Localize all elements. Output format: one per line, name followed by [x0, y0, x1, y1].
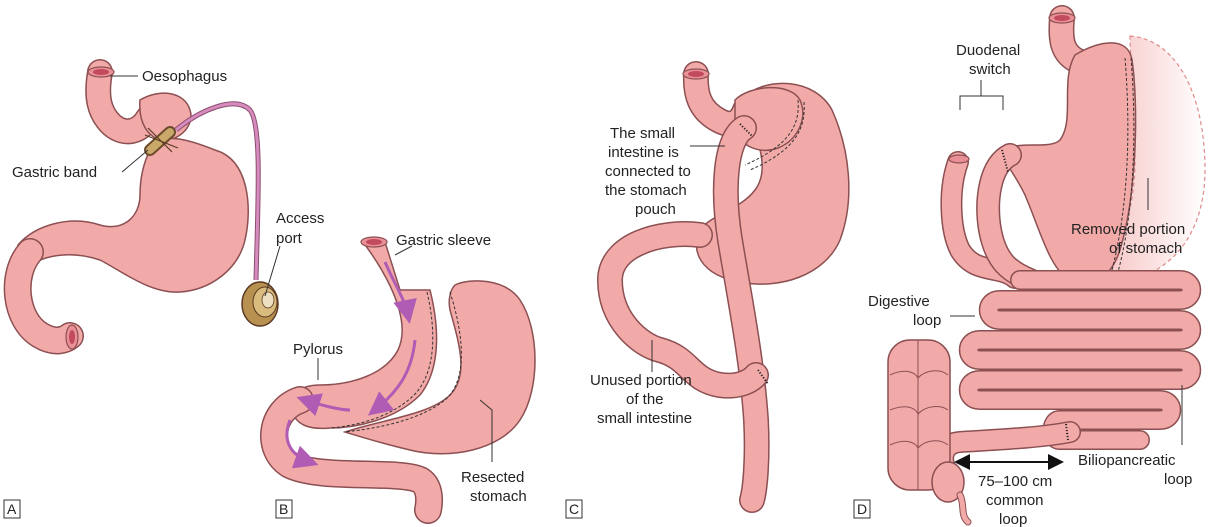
label-resected-stomach-2: stomach — [470, 488, 527, 505]
label-connected-2: intestine is — [608, 144, 679, 161]
label-access-port-1: Access — [276, 210, 324, 227]
label-duodenal-switch-2: switch — [969, 61, 1011, 78]
label-common-loop-2: common — [986, 492, 1044, 509]
label-pylorus: Pylorus — [293, 341, 343, 358]
label-common-loop-1: 75–100 cm — [978, 473, 1052, 490]
label-common-loop-3: loop — [999, 511, 1027, 527]
panel-c: The small intestine is connected to the … — [566, 69, 849, 518]
label-duodenal-switch-1: Duodenal — [956, 42, 1020, 59]
flow-arrow-1 — [385, 262, 408, 315]
panel-b: Gastric sleeve Pylorus Resected stomach … — [274, 232, 535, 518]
intestinal-loops — [969, 280, 1192, 440]
label-unused-1: Unused portion — [590, 372, 692, 389]
duodenal-switch-bracket — [960, 96, 1003, 110]
panel-a-letter: A — [7, 501, 17, 517]
label-removed-portion-1: Removed portion — [1071, 221, 1185, 238]
label-biliopancreatic-1: Biliopancreatic — [1078, 452, 1176, 469]
panel-d-letter: D — [857, 501, 867, 517]
label-biliopancreatic-2: loop — [1164, 471, 1192, 488]
label-access-port-2: port — [276, 230, 303, 247]
panel-d: Duodenal switch Removed portion of stoma… — [854, 13, 1205, 527]
label-connected-1: The small — [610, 125, 675, 142]
panel-c-letter: C — [569, 501, 579, 517]
label-gastric-band: Gastric band — [12, 164, 97, 181]
label-digestive-loop-1: Digestive — [868, 293, 930, 310]
label-resected-stomach-1: Resected — [461, 469, 524, 486]
label-connected-3: connected to — [605, 163, 691, 180]
stomach — [18, 138, 248, 292]
oesophagus — [88, 67, 148, 131]
label-unused-3: small intestine — [597, 410, 692, 427]
panel-b-letter: B — [279, 501, 288, 517]
label-oesophagus: Oesophagus — [142, 68, 227, 85]
access-port — [242, 282, 278, 326]
label-removed-portion-2: of stomach — [1109, 240, 1182, 257]
large-intestine — [888, 340, 968, 522]
label-connected-5: pouch — [635, 201, 676, 218]
label-unused-2: of the — [626, 391, 664, 408]
label-connected-4: the stomach — [605, 182, 687, 199]
label-gastric-sleeve: Gastric sleeve — [396, 232, 491, 249]
label-digestive-loop-2: loop — [913, 312, 941, 329]
